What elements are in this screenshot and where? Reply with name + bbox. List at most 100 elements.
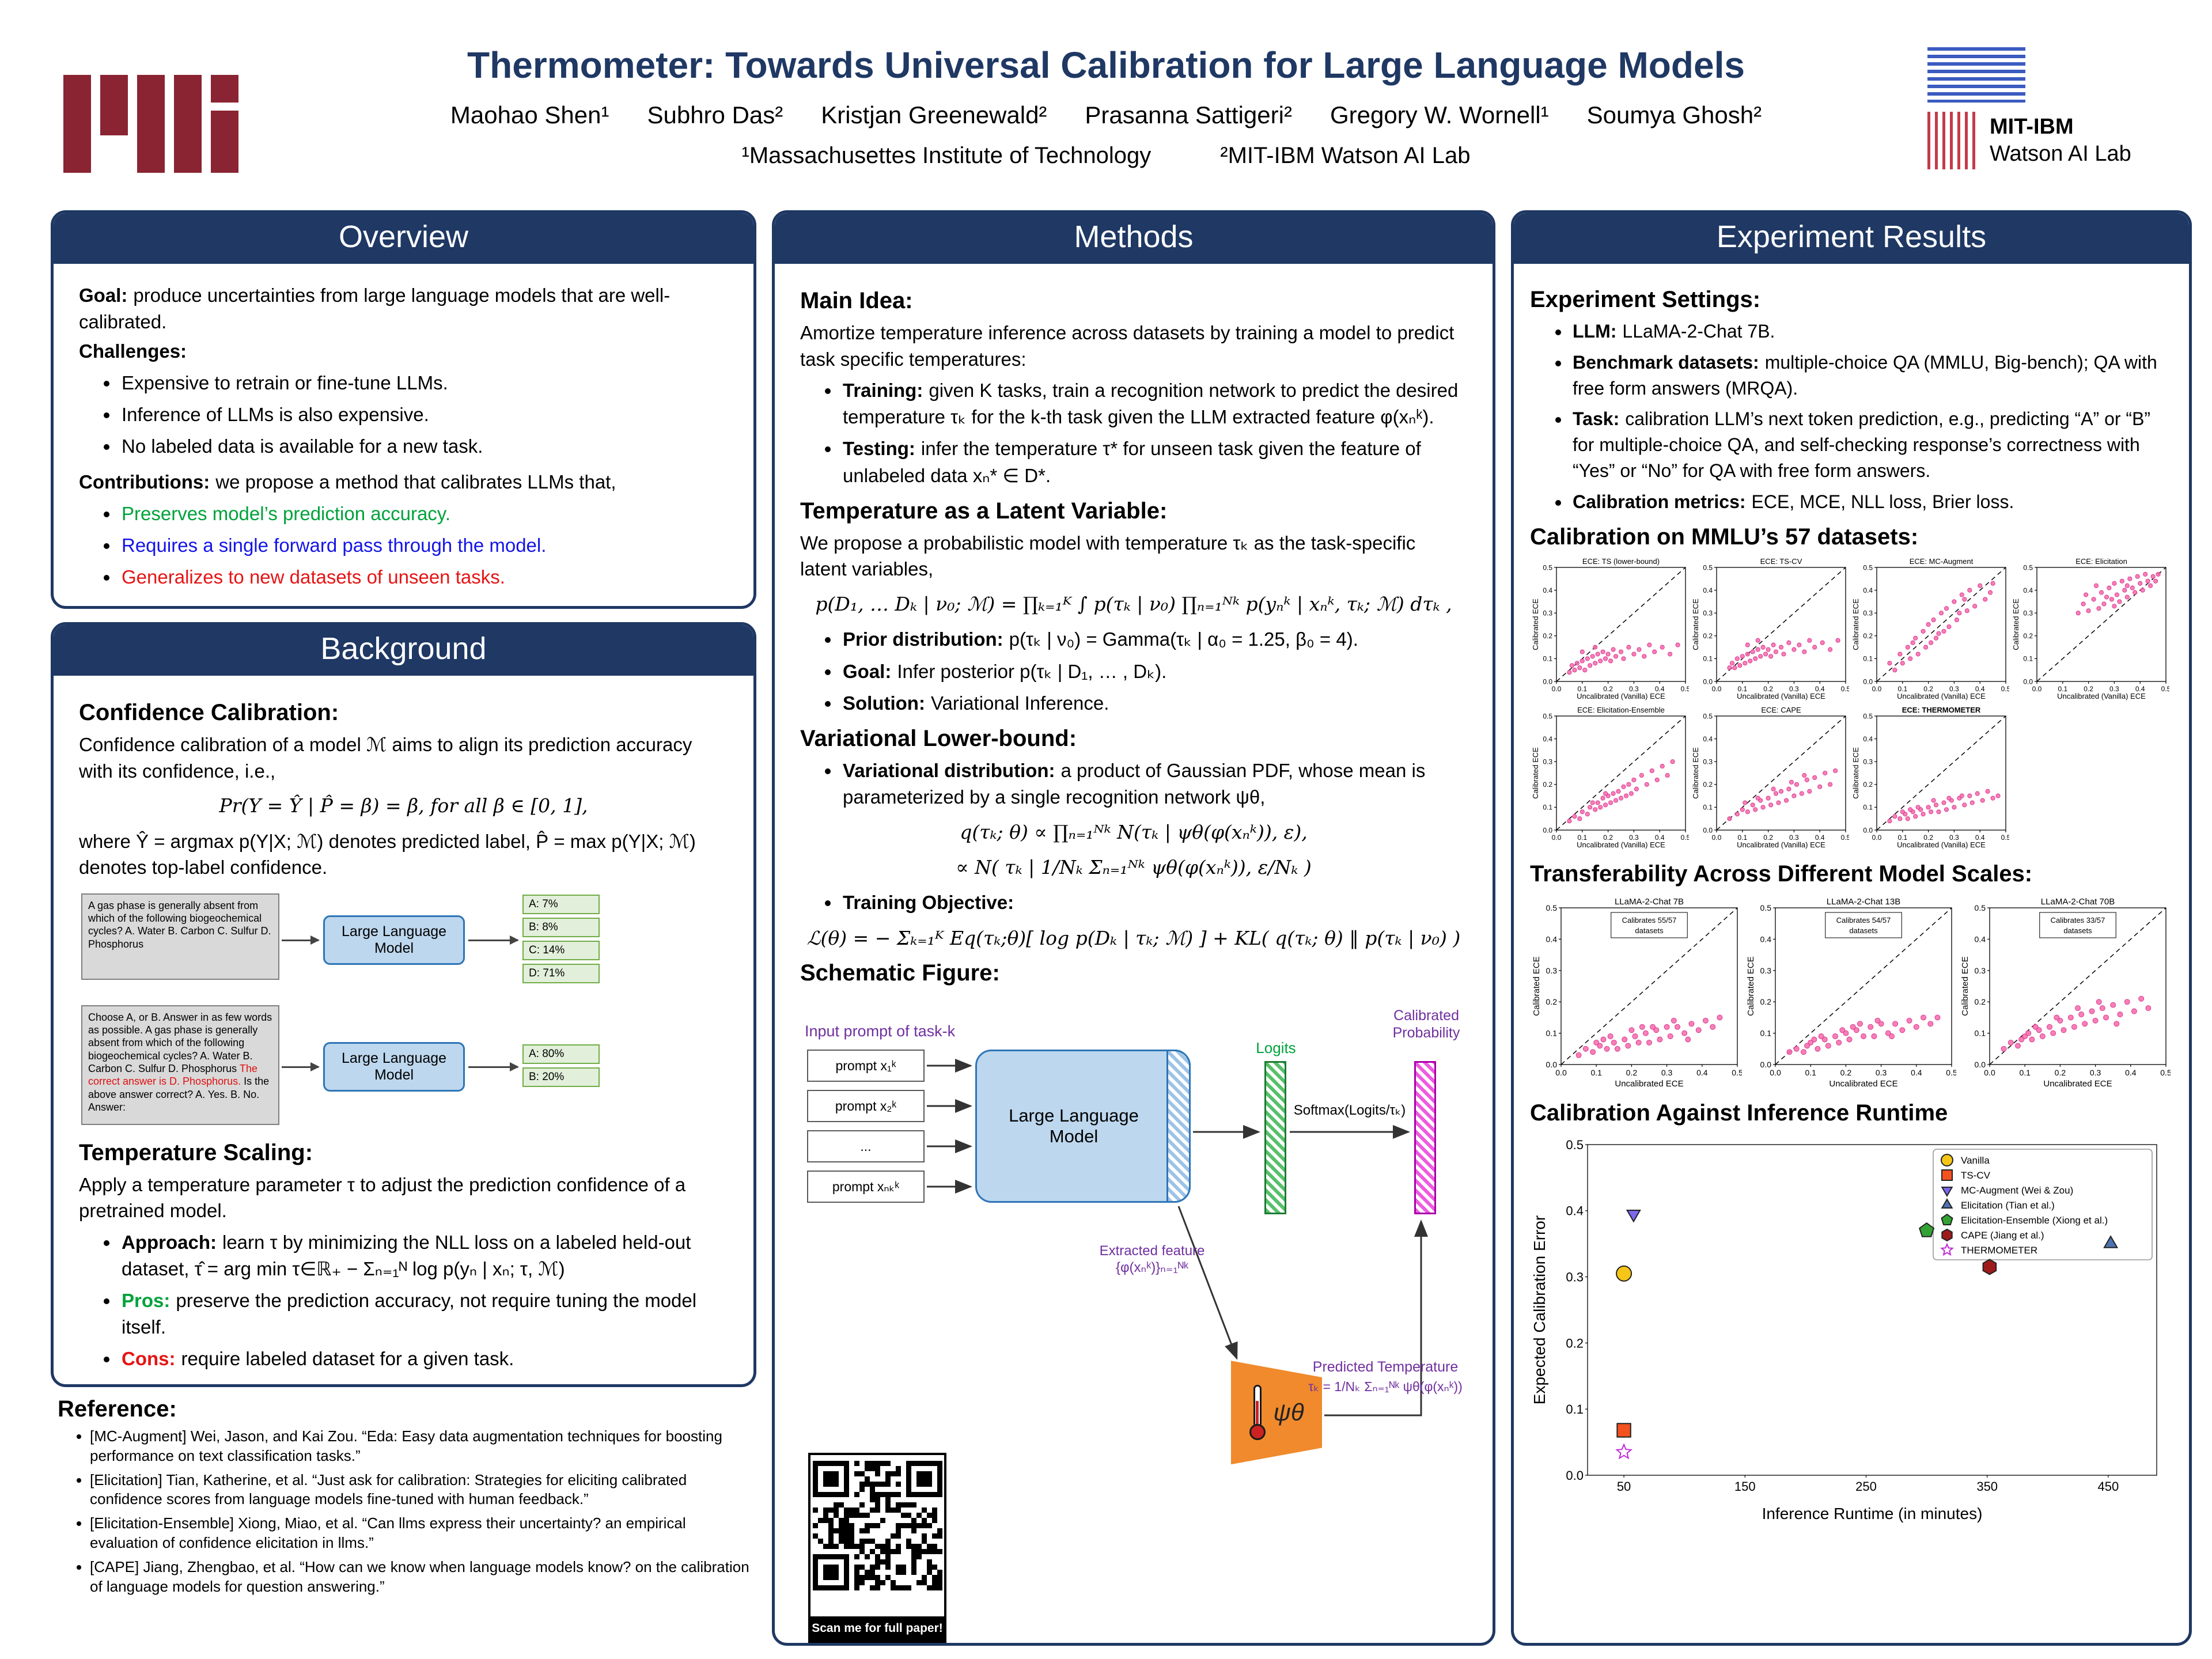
svg-text:LLaMA-2-Chat 13B: LLaMA-2-Chat 13B: [1827, 897, 1900, 907]
red-highlight-text: The correct answer is D. Phosphorus.: [88, 1062, 257, 1088]
reference-list: [MC-Augment] Wei, Jason, and Kai Zou. “E…: [90, 1427, 755, 1596]
svg-text:0.5: 0.5: [1863, 712, 1873, 720]
challenges-label: Challenges:: [79, 340, 187, 362]
svg-text:0.2: 0.2: [1923, 834, 1933, 842]
svg-text:0.0: 0.0: [1863, 826, 1873, 834]
svg-text:0.2: 0.2: [1840, 1068, 1852, 1077]
svg-text:0.1: 0.1: [1577, 834, 1587, 842]
svg-text:ECE: TS-CV: ECE: TS-CV: [1760, 557, 1802, 566]
svg-text:ECE: MC-Augment: ECE: MC-Augment: [1910, 557, 1974, 566]
bullet-item: Training:given K tasks, train a recognit…: [840, 377, 1467, 430]
svg-text:0.5: 0.5: [1566, 1137, 1584, 1152]
svg-text:0.3: 0.3: [1949, 685, 1959, 693]
svg-text:0.3: 0.3: [2109, 685, 2119, 693]
svg-text:0.1: 0.1: [1737, 685, 1747, 693]
methods-panel-title: Methods: [775, 213, 1493, 264]
svg-text:0.5: 0.5: [1543, 563, 1552, 571]
transferability-heading: Transferability Across Different Model S…: [1530, 861, 2033, 887]
main-idea-text: Amortize temperature inference across da…: [800, 322, 1455, 370]
softmax-label: Softmax(Logits/τₖ): [1293, 1103, 1406, 1119]
reference-heading: Reference:: [58, 1396, 177, 1422]
svg-text:0.1: 0.1: [1543, 803, 1552, 811]
svg-text:CAPE (Jiang et al.): CAPE (Jiang et al.): [1961, 1230, 2044, 1241]
svg-text:0.5: 0.5: [1946, 1068, 1956, 1077]
svg-text:0.1: 0.1: [2058, 685, 2067, 693]
bullet-item: Solution:Variational Inference.: [840, 690, 1467, 717]
reference-item: [Elicitation] Tian, Katherine, et al. “J…: [90, 1471, 755, 1510]
predicted-temperature-label: Predicted Temperature τₖ = 1/Nₖ Σₙ₌₁ᴺᵏ ψ…: [1308, 1359, 1463, 1395]
answer-box: A: 80%: [522, 1044, 600, 1064]
svg-text:Uncalibrated ECE: Uncalibrated ECE: [2043, 1079, 2112, 1089]
mmlu-chart-grid: 0.00.10.20.30.40.50.00.10.20.30.40.5ECE:…: [1530, 556, 2173, 852]
svg-text:datasets: datasets: [1849, 926, 1878, 935]
svg-text:0.3: 0.3: [1876, 1068, 1887, 1077]
arrow-icon: [468, 935, 519, 945]
llm-box: Large Language Model: [323, 1041, 465, 1092]
poster-title: Thermometer: Towards Universal Calibrati…: [467, 44, 1745, 86]
svg-text:0.3: 0.3: [1760, 965, 1772, 975]
goal-text: Goal:produce uncertainties from large la…: [79, 285, 671, 332]
svg-text:ECE: Elicitation-Ensemble: ECE: Elicitation-Ensemble: [1577, 706, 1665, 714]
svg-text:Calibrated ECE: Calibrated ECE: [1851, 598, 1860, 650]
svg-text:0.1: 0.1: [1975, 1028, 1986, 1037]
author-name: Prasanna Sattigeri²: [1085, 101, 1292, 128]
svg-text:datasets: datasets: [2063, 926, 2092, 935]
svg-text:0.5: 0.5: [2001, 834, 2009, 842]
bullet-item: Cons:require labeled dataset for a given…: [119, 1346, 728, 1372]
svg-text:0.2: 0.2: [1566, 1336, 1584, 1350]
latent-variable-equation: p(D₁, … Dₖ | ν₀; ℳ) = ∏ₖ₌₁ᴷ ∫ p(τₖ | ν₀)…: [815, 592, 1452, 615]
svg-text:150: 150: [1734, 1479, 1756, 1494]
svg-text:0.4: 0.4: [2135, 685, 2145, 693]
svg-text:450: 450: [2098, 1479, 2119, 1494]
svg-text:0.2: 0.2: [1975, 997, 1986, 1006]
answer-distribution-2: A: 80%B: 20%: [522, 1044, 600, 1087]
svg-text:0.2: 0.2: [2055, 1068, 2066, 1077]
affiliation: ¹Massachusettes Institute of Technology: [741, 143, 1152, 168]
chart-ece-mc-augment: 0.00.10.20.30.40.50.00.10.20.30.40.5ECE:…: [1850, 556, 2011, 703]
bullet-item: Approach:learn τ by minimizing the NLL l…: [119, 1229, 728, 1282]
svg-text:0.5: 0.5: [2001, 685, 2009, 693]
svg-text:0.0: 0.0: [1770, 1068, 1781, 1077]
svg-text:350: 350: [1976, 1479, 1998, 1494]
svg-text:0.1: 0.1: [1760, 1028, 1772, 1037]
svg-text:0.2: 0.2: [1546, 997, 1558, 1006]
svg-text:0.3: 0.3: [1546, 965, 1558, 975]
svg-text:0.1: 0.1: [1703, 803, 1713, 811]
svg-text:0.1: 0.1: [1863, 803, 1873, 811]
answer-box: A: 7%: [522, 894, 600, 914]
svg-text:0.1: 0.1: [1737, 834, 1747, 842]
calibration-equation: Pr(Y = Ŷ | P̂ = β) = β, for all β ∈ [0, …: [219, 794, 588, 817]
svg-text:Calibrated ECE: Calibrated ECE: [1960, 956, 1970, 1016]
svg-text:0.3: 0.3: [1543, 757, 1552, 766]
svg-text:0.4: 0.4: [2125, 1068, 2137, 1077]
svg-text:0.4: 0.4: [1815, 834, 1825, 842]
svg-text:0.1: 0.1: [1805, 1068, 1816, 1077]
svg-text:0.4: 0.4: [1655, 834, 1665, 842]
svg-text:ECE: TS (lower-bound): ECE: TS (lower-bound): [1582, 557, 1660, 566]
svg-text:Calibrated ECE: Calibrated ECE: [1851, 747, 1860, 798]
qr-code: [812, 1461, 942, 1593]
svg-text:0.4: 0.4: [2023, 586, 2033, 594]
svg-text:0.0: 0.0: [1546, 1060, 1558, 1069]
confidence-calibration-heading: Confidence Calibration:: [79, 700, 339, 725]
contributions-text: Contributions:we propose a method that c…: [79, 471, 616, 493]
svg-text:0.5: 0.5: [1681, 834, 1689, 842]
svg-text:0.2: 0.2: [1760, 997, 1772, 1006]
svg-text:Uncalibrated (Vanilla) ECE: Uncalibrated (Vanilla) ECE: [1577, 692, 1665, 700]
svg-text:0.4: 0.4: [1703, 734, 1713, 743]
svg-text:0.0: 0.0: [1872, 834, 1882, 842]
svg-text:0.4: 0.4: [1703, 586, 1713, 594]
thermometer-icon: [1249, 1385, 1266, 1441]
svg-text:0.1: 0.1: [1897, 834, 1907, 842]
author-name: Kristjan Greenewald²: [821, 101, 1047, 128]
chart-ece-ts-lower-bound: 0.00.10.20.30.40.50.00.10.20.30.40.5ECE:…: [1530, 556, 1691, 703]
svg-text:0.0: 0.0: [1984, 1068, 1995, 1077]
mit-logo: [63, 75, 259, 173]
reference-section: Reference: [MC-Augment] Wei, Jason, and …: [58, 1396, 755, 1601]
svg-text:0.5: 0.5: [1546, 903, 1558, 912]
